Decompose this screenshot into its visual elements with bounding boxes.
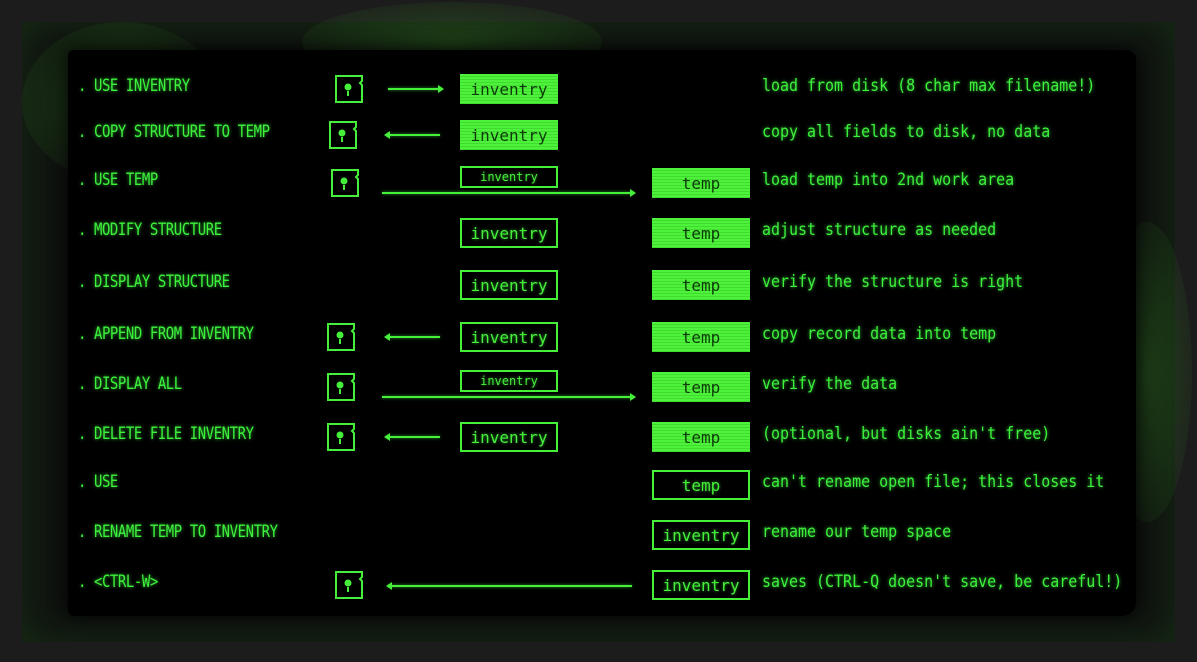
- floppy-disk-icon: [326, 422, 358, 452]
- command-text: . MODIFY STRUCTURE: [78, 220, 222, 240]
- annotation-text: can't rename open file; this closes it: [762, 472, 1105, 492]
- floppy-disk-icon: [326, 372, 358, 402]
- procedure-row: . MODIFY STRUCTURE inventry temp adjust str…: [68, 212, 1136, 252]
- arrow-left-icon: [384, 433, 440, 441]
- procedure-row: . USE temp can't rename open file; this cl…: [68, 464, 1136, 504]
- annotation-text: load from disk (8 char max filename!): [762, 76, 1096, 96]
- annotation-text: load temp into 2nd work area: [762, 170, 1015, 190]
- temp-file-box: temp: [652, 168, 750, 198]
- inventry-file-box: inventry: [460, 322, 558, 352]
- floppy-disk-icon: [334, 570, 366, 600]
- arrow-right-icon: [388, 85, 444, 93]
- command-text: . USE TEMP: [78, 170, 158, 190]
- procedure-row: . USE INVENTRY inventry load from disk (8 …: [68, 68, 1136, 108]
- inventry-file-box: inventry: [460, 370, 558, 392]
- inventry-file-box: inventry: [460, 120, 558, 150]
- procedure-row: . DISPLAY ALL inventry temp verify the data: [68, 366, 1136, 406]
- command-text: . USE INVENTRY: [78, 76, 190, 96]
- arrow-left-icon: [384, 131, 440, 139]
- floppy-disk-icon: [328, 120, 360, 150]
- floppy-disk-icon: [334, 74, 366, 104]
- temp-file-box: temp: [652, 270, 750, 300]
- command-text: . RENAME TEMP TO INVENTRY: [78, 522, 278, 542]
- procedure-row: . COPY STRUCTURE TO TEMP inventry copy all…: [68, 114, 1136, 154]
- arrow-right-icon: [382, 189, 636, 197]
- annotation-text: adjust structure as needed: [762, 220, 997, 240]
- arrow-left-icon: [386, 582, 632, 590]
- procedure-row: . APPEND FROM INVENTRY inventry temp copy r…: [68, 316, 1136, 356]
- arrow-left-icon: [384, 333, 440, 341]
- command-text: . USE: [78, 472, 118, 492]
- procedure-row: . DELETE FILE INVENTRY inventry temp (optio…: [68, 416, 1136, 456]
- command-text: . COPY STRUCTURE TO TEMP: [78, 122, 270, 142]
- annotation-text: rename our temp space: [762, 522, 952, 542]
- annotation-text: verify the data: [762, 374, 898, 394]
- procedure-row: . <CTRL-W> inventry saves (CTRL-Q doesn't …: [68, 564, 1136, 604]
- arrow-right-icon: [382, 393, 636, 401]
- temp-file-box: temp: [652, 470, 750, 500]
- annotation-text: verify the structure is right: [762, 272, 1024, 292]
- annotation-text: saves (CTRL-Q doesn't save, be careful!): [762, 572, 1123, 592]
- inventry-file-box: inventry: [652, 520, 750, 550]
- temp-file-box: temp: [652, 322, 750, 352]
- annotation-text: (optional, but disks ain't free): [762, 424, 1051, 444]
- annotation-text: copy all fields to disk, no data: [762, 122, 1051, 142]
- inventry-file-box: inventry: [652, 570, 750, 600]
- temp-file-box: temp: [652, 372, 750, 402]
- temp-file-box: temp: [652, 422, 750, 452]
- command-text: . APPEND FROM INVENTRY: [78, 324, 254, 344]
- temp-file-box: temp: [652, 218, 750, 248]
- inventry-file-box: inventry: [460, 270, 558, 300]
- procedure-row: . USE TEMP inventry temp load temp into 2nd…: [68, 162, 1136, 202]
- floppy-disk-icon: [330, 168, 362, 198]
- command-text: . DISPLAY STRUCTURE: [78, 272, 230, 292]
- inventry-file-box: inventry: [460, 218, 558, 248]
- inventry-file-box: inventry: [460, 422, 558, 452]
- procedure-row: . DISPLAY STRUCTURE inventry temp verify th…: [68, 264, 1136, 304]
- inventry-file-box: inventry: [460, 166, 558, 188]
- command-text: . <CTRL-W>: [78, 572, 158, 592]
- procedure-row: . RENAME TEMP TO INVENTRY inventry rename …: [68, 514, 1136, 554]
- command-text: . DISPLAY ALL: [78, 374, 182, 394]
- crt-screen: . USE INVENTRY inventry load from disk (8 …: [68, 50, 1136, 616]
- command-text: . DELETE FILE INVENTRY: [78, 424, 254, 444]
- inventry-file-box: inventry: [460, 74, 558, 104]
- annotation-text: copy record data into temp: [762, 324, 997, 344]
- floppy-disk-icon: [326, 322, 358, 352]
